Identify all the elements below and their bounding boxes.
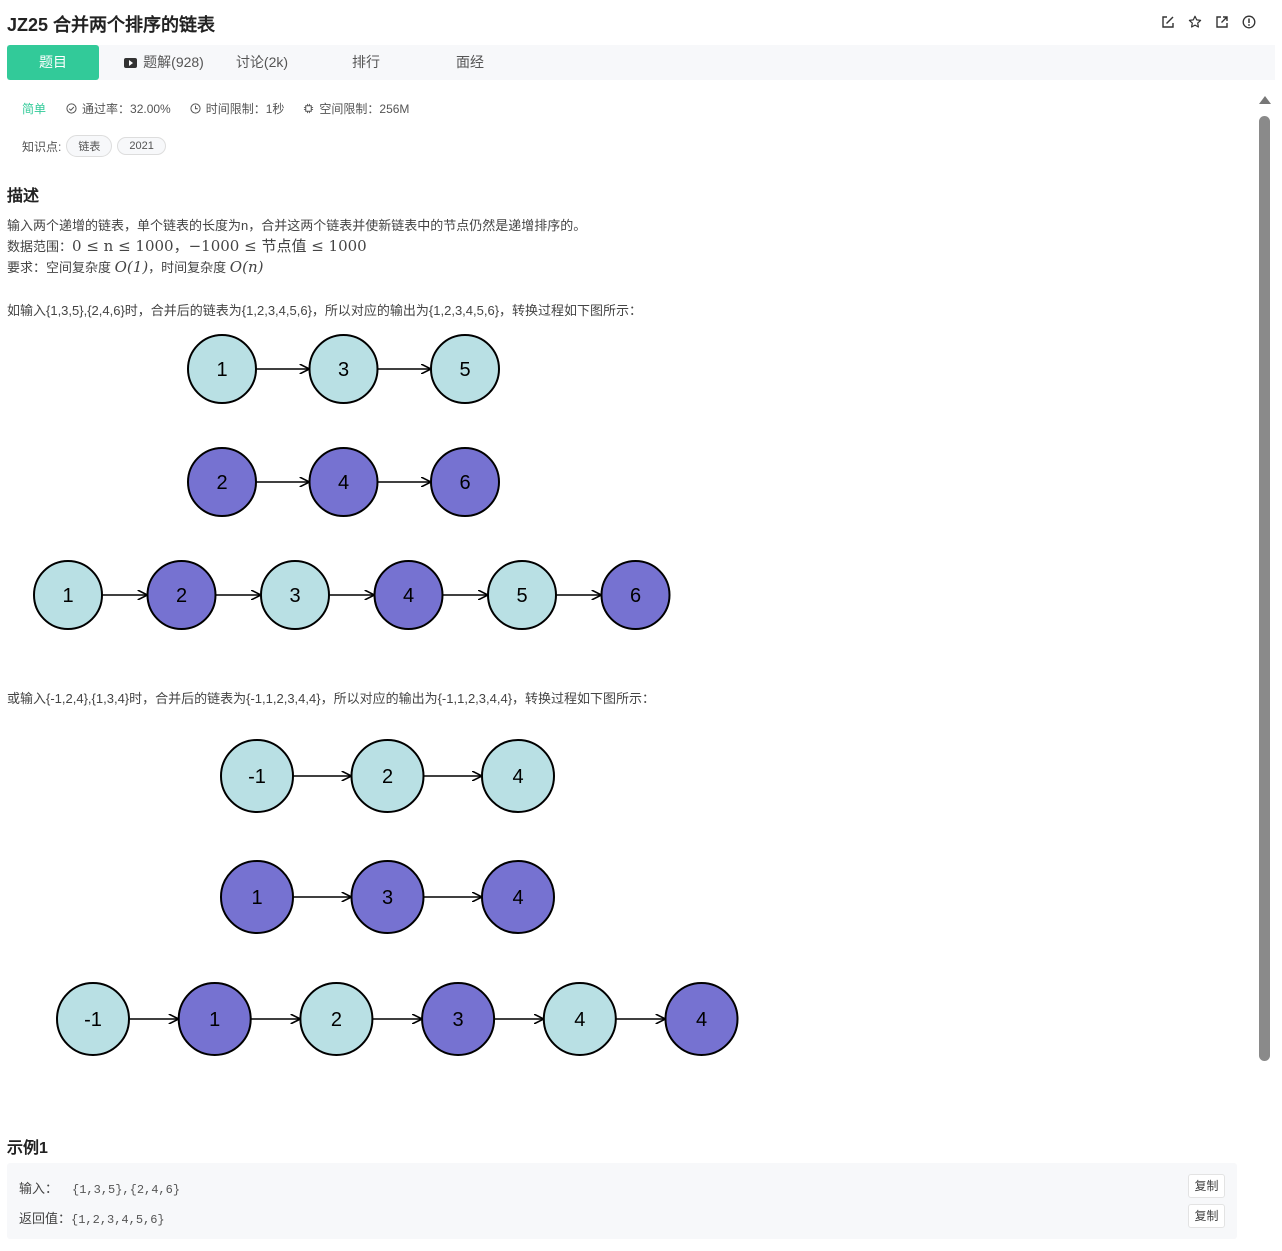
input-value: {1,3,5},{2,4,6} (72, 1183, 181, 1197)
merged-list-node-value: 4 (403, 585, 414, 607)
clock-icon (190, 103, 201, 114)
merged-list-node-value: 3 (289, 585, 300, 607)
vertical-scrollbar[interactable] (1258, 92, 1272, 1251)
merged-list-node-value: 1 (62, 585, 73, 607)
tab-label: 题解(928) (143, 54, 204, 70)
space-limit: 空间限制：256M (303, 100, 409, 117)
list-a-node-value: 2 (382, 766, 393, 788)
requirement-mid: ，时间复杂度 (148, 260, 230, 275)
page-title: JZ25 合并两个排序的链表 (7, 15, 216, 35)
description-body: 输入两个递增的链表，单个链表的长度为n，合并这两个链表并使新链表中的节点仍然是递… (7, 215, 586, 278)
merged-list-node (600, 560, 671, 630)
example-explanation-2: 或输入{-1,2,4},{1,3,4}时，合并后的链表为{-1,1,2,3,4,… (7, 691, 656, 706)
list-b-node (481, 860, 555, 934)
info-icon[interactable] (1242, 15, 1256, 29)
list-a-node-value: -1 (248, 766, 266, 788)
list-a-node-value: 1 (216, 359, 227, 381)
tag-linked-list[interactable]: 链表 (66, 135, 113, 157)
time-limit: 时间限制：1秒 (190, 100, 285, 117)
pass-rate-text: 通过率：32.00% (82, 102, 171, 116)
pass-rate: 通过率：32.00% (66, 100, 171, 117)
example-output: 返回值：{1,2,3,4,5,6} (19, 1208, 165, 1227)
time-complexity: O(n) (229, 258, 264, 276)
list-b-node-value: 4 (338, 472, 349, 494)
tag-year[interactable]: 2021 (117, 137, 166, 155)
merged-list-node (664, 982, 739, 1056)
merge-diagram-1: 1 3 5 2 4 6 1 2 3 4 5 6 (33, 334, 671, 630)
example-input: 输入： {1,3,5},{2,4,6} (19, 1178, 180, 1197)
tab-bar: 题目 题解(928) 讨论(2k) 排行 面经 (7, 45, 1275, 80)
merged-list-node-value: 6 (630, 585, 641, 607)
tab-label: 题目 (39, 54, 67, 70)
description-heading: 描述 (7, 188, 40, 205)
scroll-up-arrow-icon[interactable] (1259, 96, 1271, 104)
tab-label: 排行 (352, 54, 380, 70)
video-icon (124, 58, 138, 68)
tab-problem[interactable]: 题目 (7, 45, 99, 80)
difficulty-label: 简单 (22, 102, 47, 116)
description-line: 输入两个递增的链表，单个链表的长度为n，合并这两个链表并使新链表中的节点仍然是递… (7, 218, 587, 233)
knowledge-points: 知识点: 链表 2021 (22, 135, 166, 157)
merged-list-node-value: 4 (574, 1009, 585, 1031)
merged-list-node-value: 5 (516, 585, 527, 607)
merge-diagram-2: -1 2 4 1 3 4 -1 1 2 3 4 4 (56, 739, 739, 1056)
list-b-node (430, 447, 500, 517)
example-heading: 示例1 (7, 1140, 48, 1157)
space-limit-text: 空间限制：256M (319, 102, 410, 116)
merged-list-node-value: -1 (84, 1009, 102, 1031)
tab-discussion[interactable]: 讨论(2k) (227, 45, 297, 80)
star-icon[interactable] (1188, 15, 1202, 29)
copy-output-button[interactable]: 复制 (1188, 1204, 1225, 1228)
merged-list-node-value: 1 (209, 1009, 220, 1031)
example-box: 输入：{1,3,5},{2,4,6} 复制 返回值：{1,2,3,4,5,6} … (7, 1163, 1237, 1239)
merged-list-node-value: 3 (453, 1009, 464, 1031)
range-math: 0 ≤ n ≤ 1000，−1000 ≤ 节点值 ≤ 1000 (72, 237, 367, 255)
check-circle-icon (66, 103, 77, 114)
list-b-node-value: 2 (216, 472, 227, 494)
scrollbar-thumb[interactable] (1259, 116, 1270, 1061)
problem-header: JZ25 合并两个排序的链表 (0, 0, 1282, 44)
requirement-label: 要求：空间复杂度 (7, 260, 115, 275)
list-b-node-value: 6 (459, 472, 470, 494)
output-label: 返回值： (19, 1211, 72, 1226)
list-a-node-value: 3 (338, 359, 349, 381)
time-limit-text: 时间限制：1秒 (205, 102, 285, 116)
tab-label: 面经 (456, 54, 484, 70)
merged-list-node-value: 2 (176, 585, 187, 607)
copy-input-button[interactable]: 复制 (1188, 1174, 1225, 1198)
merged-list-node-value: 2 (331, 1009, 342, 1031)
problem-meta: 简单 通过率：32.00% 时间限制：1秒 空间限制：256M (22, 100, 428, 117)
list-b-node-value: 3 (382, 887, 393, 909)
data-range: 数据范围：0 ≤ n ≤ 1000，−1000 ≤ 节点值 ≤ 1000 (7, 236, 586, 257)
output-value: {1,2,3,4,5,6} (71, 1213, 165, 1227)
merged-list-node-value: 4 (696, 1009, 707, 1031)
complexity-requirement: 要求：空间复杂度 O(1)，时间复杂度 O(n) (7, 257, 586, 278)
chip-icon (304, 103, 314, 114)
tab-ranking[interactable]: 排行 (337, 45, 395, 80)
space-complexity: O(1) (114, 258, 149, 276)
tab-interview[interactable]: 面经 (441, 45, 499, 80)
external-link-icon[interactable] (1215, 15, 1229, 29)
list-b-node-value: 1 (251, 887, 262, 909)
list-a-node (481, 739, 555, 813)
tab-solutions[interactable]: 题解(928) (115, 45, 213, 80)
tab-label: 讨论(2k) (235, 54, 289, 70)
knowledge-label: 知识点: (22, 139, 62, 154)
list-a-node-value: 4 (512, 766, 523, 788)
input-label: 输入： (19, 1181, 59, 1196)
example-explanation-1: 如输入{1,3,5},{2,4,6}时，合并后的链表为{1,2,3,4,5,6}… (7, 303, 643, 318)
header-actions (1161, 15, 1256, 29)
list-a-node-value: 5 (459, 359, 470, 381)
range-label: 数据范围： (7, 239, 73, 254)
list-a-node (430, 334, 500, 404)
list-b-node-value: 4 (512, 887, 523, 909)
edit-icon[interactable] (1161, 15, 1175, 29)
